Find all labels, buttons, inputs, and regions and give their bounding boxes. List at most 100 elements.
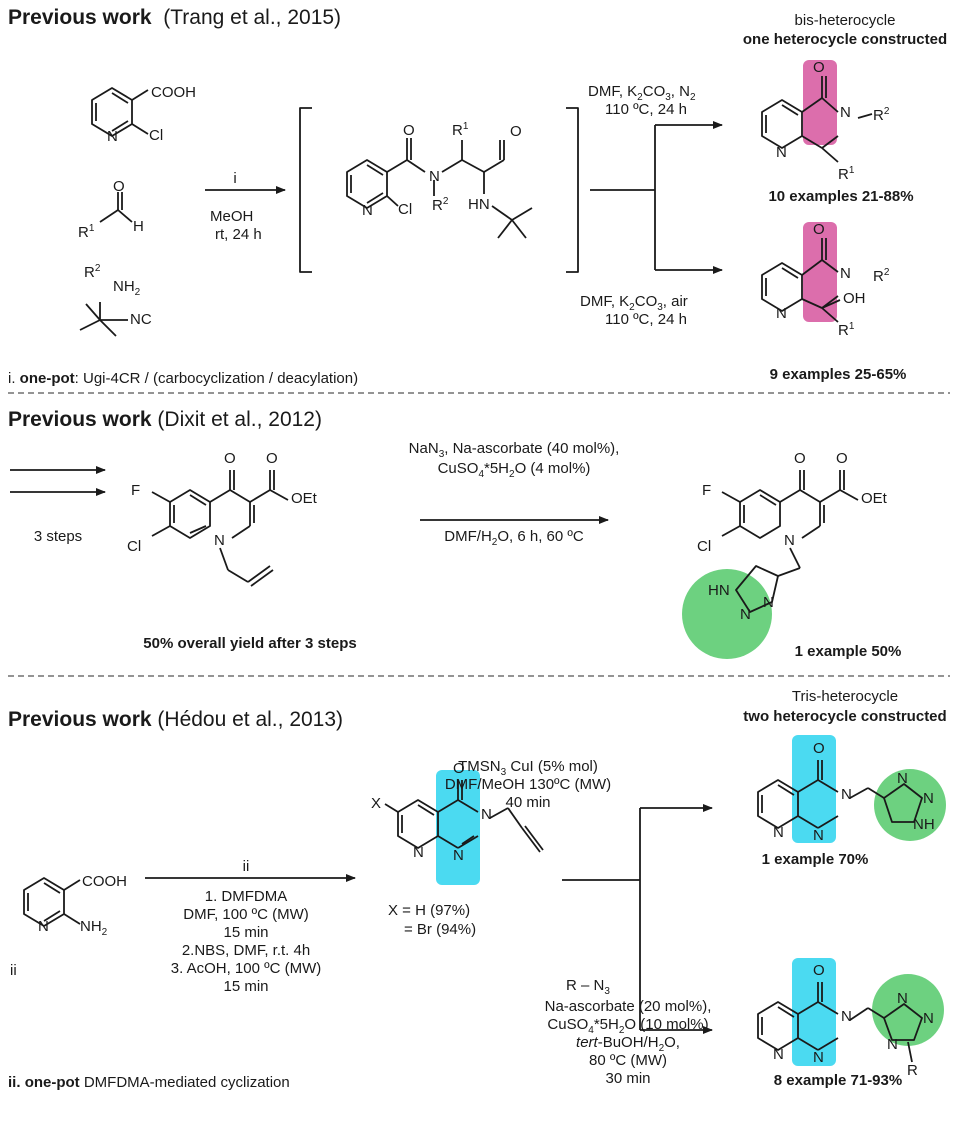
atom-x: X <box>371 795 382 812</box>
atom-n-3: N <box>362 202 373 219</box>
atom-o-10: O <box>453 760 465 777</box>
atom-n-21: N <box>841 1008 852 1025</box>
highlight-box-magenta-lower <box>803 222 837 322</box>
lower-result-sec3: 8 example 71-93% <box>773 1072 903 1089</box>
atom-o-9: O <box>836 450 848 467</box>
lower-conditions-sec3-5: 80 ºC (MW) <box>589 1052 667 1069</box>
atom-oet-1: OEt <box>291 490 317 507</box>
lower-conditions-1: DMF, K2CO3, air <box>580 293 688 313</box>
atom-n-23: N <box>813 1049 824 1066</box>
aminonicotinic-acid-structure <box>23 877 81 927</box>
bracket-left <box>299 107 312 273</box>
upper-triazole-product-structure <box>757 760 923 829</box>
atom-o-7: O <box>266 450 278 467</box>
atom-o-8: O <box>794 450 806 467</box>
atom-n-12: N <box>38 918 49 935</box>
section3-footnote: ii. one-pot DMFDMA-mediated cyclization <box>8 1074 290 1091</box>
atom-o-2: O <box>403 122 415 139</box>
upper-conditions-sec3-1: TMSN3 CuI (5% mol) <box>458 758 598 778</box>
sec3-conditions-4: 2.NBS, DMF, r.t. 4h <box>181 942 311 959</box>
atom-r1-4: R1 <box>838 321 855 339</box>
atom-n-10: N <box>740 606 751 623</box>
atom-o-12: O <box>813 962 825 979</box>
atom-n-14: N <box>413 844 424 861</box>
lower-conditions-sec3-2: Na-ascorbate (20 mol%), <box>544 998 712 1015</box>
atom-nh-1: NH <box>913 816 935 833</box>
three-steps-label: 3 steps <box>33 528 83 545</box>
click-conditions-1: NaN3, Na-ascorbate (40 mol%), <box>408 440 620 460</box>
highlight-box-cyan-upper <box>792 735 836 843</box>
reagent-step-i: i <box>233 170 237 187</box>
atom-hn-1: HN <box>468 196 490 213</box>
atom-r2-1: R2 <box>84 263 101 281</box>
atom-n-15: N <box>453 847 464 864</box>
atom-n-5: N <box>776 144 787 161</box>
pyridopyrimidinone-propargyl-structure <box>384 780 544 853</box>
upper-conditions-sec3-2: DMF/MeOH 130ºC (MW) <box>444 776 612 793</box>
atom-nc-1: NC <box>130 311 152 328</box>
atom-n-17: N <box>773 824 784 841</box>
atom-cooh-1: COOH <box>151 84 196 101</box>
highlight-circle-green-sec2 <box>682 569 772 659</box>
atom-nh2-1: NH2 <box>113 278 141 298</box>
lower-conditions-2: 110 ºC, 24 h <box>605 311 687 328</box>
x-h-yield: X = H (97%) <box>388 902 471 919</box>
atom-r1-2: R1 <box>452 121 469 139</box>
atom-o-1: O <box>113 178 125 195</box>
atom-n-13: N <box>481 806 492 823</box>
atom-o-5: O <box>813 221 825 238</box>
section2-result: 1 example 50% <box>794 643 902 660</box>
section1-label-top: bis-heterocycle <box>794 12 896 29</box>
atom-o-4: O <box>813 59 825 76</box>
aldehyde-structure <box>99 192 133 223</box>
ugi-adduct-structure <box>346 138 533 239</box>
atom-r2-4: R2 <box>873 267 890 285</box>
atom-n-22: N <box>773 1046 784 1063</box>
upper-result-sec3: 1 example 70% <box>761 851 869 868</box>
atom-n-4: N <box>840 104 851 121</box>
section2-heading: Previous work (Dixit et al., 2012) <box>8 408 322 431</box>
sm-label-ii: ii <box>10 962 17 979</box>
lower-product-structure <box>761 238 841 323</box>
atom-oet-2: OEt <box>861 490 887 507</box>
highlight-box-cyan-sm <box>436 770 480 885</box>
upper-conditions-2: 110 ºC, 24 h <box>605 101 687 118</box>
quinolone-triazole-structure <box>721 470 859 613</box>
bracket-right <box>566 107 579 273</box>
atom-h-1: H <box>133 218 144 235</box>
atom-oh-1: OH <box>843 290 866 307</box>
sec3-conditions-1: 1. DMFDMA <box>204 888 288 905</box>
solvent-meoh: MeOH <box>210 208 254 225</box>
sec3-conditions-2: DMF, 100 ºC (MW) <box>183 906 309 923</box>
atom-hn-2: HN <box>708 582 730 599</box>
sec3-conditions-3: 15 min <box>223 924 269 941</box>
atom-o-11: O <box>813 740 825 757</box>
highlight-circle-green-lower <box>872 974 944 1046</box>
sec3-conditions-5: 3. AcOH, 100 ºC (MW) <box>170 960 322 977</box>
upper-result: 10 examples 21-88% <box>768 188 914 205</box>
atom-cooh-2: COOH <box>82 873 127 890</box>
chloronicotinic-acid-structure <box>91 87 149 137</box>
upper-product-structure <box>761 76 873 163</box>
section2-yield-note: 50% overall yield after 3 steps <box>143 635 357 652</box>
atom-n-1: N <box>107 128 118 145</box>
atom-r1-1: R1 <box>78 223 95 241</box>
atom-n-2: N <box>429 168 440 185</box>
atom-n-8: N <box>214 532 225 549</box>
atom-nh2-2: NH2 <box>80 918 108 938</box>
lower-conditions-sec3-1: R – N3 <box>566 977 610 997</box>
atom-f-1: F <box>131 482 141 499</box>
atom-r: R <box>907 1062 918 1079</box>
atom-n-24: N <box>897 990 908 1007</box>
atom-n-26: N <box>887 1036 898 1053</box>
atom-n-19: N <box>897 770 908 787</box>
section3-heading: Previous work (Hédou et al., 2013) <box>8 708 344 731</box>
lower-conditions-sec3-6: 30 min <box>605 1070 651 1087</box>
lower-conditions-sec3-4: tert-BuOH/H2O, <box>576 1034 680 1054</box>
atom-o-6: O <box>224 450 236 467</box>
x-br-yield: = Br (94%) <box>404 921 477 938</box>
atom-r2-2: R2 <box>432 196 449 214</box>
atom-cl-2: Cl <box>398 201 413 218</box>
atom-r1-3: R1 <box>838 165 855 183</box>
